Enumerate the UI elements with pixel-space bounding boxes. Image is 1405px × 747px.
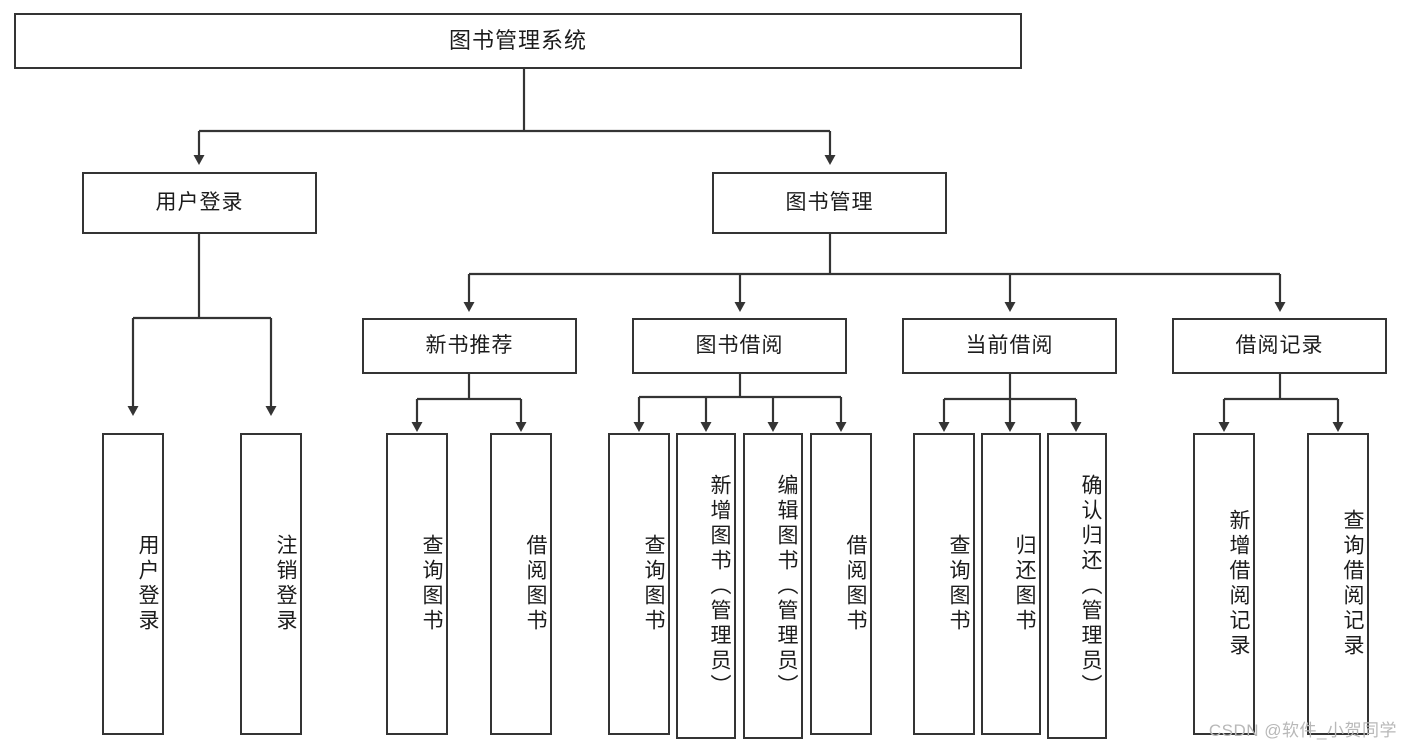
node-label: 归还图书 (1013, 534, 1036, 634)
node-label: 查询图书 (947, 534, 970, 634)
node-leaf-confirm-return[interactable]: 确认归还（管理员） (1047, 433, 1107, 739)
node-leaf-user-logout[interactable]: 注销登录 (240, 433, 302, 735)
node-label: 编辑图书（管理员） (775, 473, 798, 699)
node-leaf-user-login[interactable]: 用户登录 (102, 433, 164, 735)
node-label: 借阅图书 (844, 534, 867, 634)
node-label: 查询图书 (420, 534, 443, 634)
node-book-manage[interactable]: 图书管理 (712, 172, 947, 234)
node-label: 图书借阅 (695, 334, 784, 358)
node-label: 查询图书 (642, 534, 665, 634)
node-leaf-query-book-1[interactable]: 查询图书 (386, 433, 448, 735)
node-label: 确认归还（管理员） (1079, 473, 1102, 699)
node-label: 图书管理系统 (448, 27, 587, 53)
node-label: 注销登录 (274, 534, 297, 634)
node-leaf-add-book[interactable]: 新增图书（管理员） (676, 433, 736, 739)
node-leaf-query-book-2[interactable]: 查询图书 (608, 433, 670, 735)
node-leaf-borrow-book-2[interactable]: 借阅图书 (810, 433, 872, 735)
node-leaf-query-book-3[interactable]: 查询图书 (913, 433, 975, 735)
node-leaf-add-record[interactable]: 新增借阅记录 (1193, 433, 1255, 735)
node-label: 借阅记录 (1235, 334, 1324, 358)
node-new-book-recommend[interactable]: 新书推荐 (362, 318, 577, 374)
node-label: 查询借阅记录 (1341, 509, 1364, 659)
node-label: 新增借阅记录 (1227, 509, 1250, 659)
node-label: 新书推荐 (425, 334, 514, 358)
node-label: 用户登录 (155, 191, 244, 215)
node-leaf-edit-book[interactable]: 编辑图书（管理员） (743, 433, 803, 739)
node-root-system[interactable]: 图书管理系统 (14, 13, 1022, 69)
node-label: 用户登录 (136, 534, 159, 634)
node-label: 图书管理 (785, 191, 874, 215)
node-label: 当前借阅 (965, 334, 1054, 358)
node-user-login[interactable]: 用户登录 (82, 172, 317, 234)
node-leaf-query-record[interactable]: 查询借阅记录 (1307, 433, 1369, 735)
node-current-borrow[interactable]: 当前借阅 (902, 318, 1117, 374)
watermark: CSDN @软件_小贺同学 (1208, 721, 1397, 740)
node-book-borrow[interactable]: 图书借阅 (632, 318, 847, 374)
node-leaf-return-book[interactable]: 归还图书 (981, 433, 1041, 735)
node-borrow-record[interactable]: 借阅记录 (1172, 318, 1387, 374)
node-label: 借阅图书 (524, 534, 547, 634)
node-leaf-borrow-book-1[interactable]: 借阅图书 (490, 433, 552, 735)
node-label: 新增图书（管理员） (708, 473, 731, 699)
